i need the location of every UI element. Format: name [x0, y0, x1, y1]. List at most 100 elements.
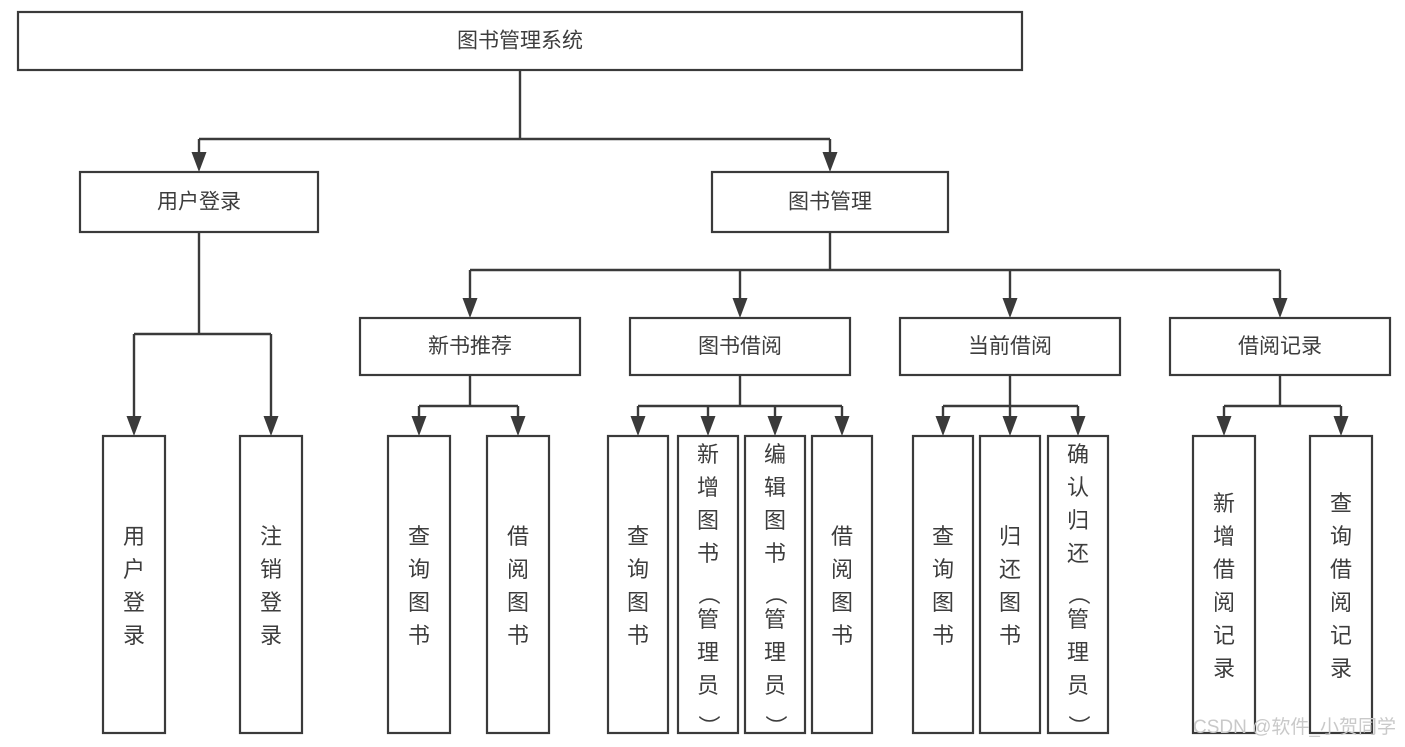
root-node-root[interactable]: 图书管理系统: [16, 10, 1024, 72]
svg-text:图: 图: [932, 590, 954, 615]
svg-text:（: （: [1066, 583, 1091, 605]
node-label: 图书管理: [788, 191, 872, 214]
level3-node-new-book-rec[interactable]: 新书推荐: [358, 316, 582, 377]
level3-node-borrow-record[interactable]: 借阅记录: [1168, 316, 1392, 377]
svg-text:增: 增: [1213, 524, 1235, 549]
svg-text:（: （: [763, 583, 788, 605]
svg-text:录: 录: [1213, 656, 1235, 681]
node-label: 用户登录: [157, 191, 241, 214]
svg-text:阅: 阅: [1213, 590, 1235, 615]
svg-text:询: 询: [627, 557, 649, 582]
svg-text:查: 查: [932, 524, 954, 549]
node-label: 借阅记录: [1238, 335, 1322, 358]
svg-text:询: 询: [1330, 524, 1352, 549]
svg-text:阅: 阅: [831, 557, 853, 582]
svg-text:员: 员: [697, 673, 719, 698]
node-label: 当前借阅: [968, 335, 1052, 358]
svg-text:图: 图: [999, 590, 1021, 615]
node-label: 图书管理系统: [457, 30, 583, 53]
svg-text:录: 录: [123, 623, 145, 648]
svg-text:）: ）: [1066, 715, 1091, 737]
svg-text:书: 书: [999, 623, 1021, 648]
connectors-layer: [126, 70, 1349, 436]
level2-node-book-manage[interactable]: 图书管理: [710, 170, 950, 234]
node-label: 图书借阅: [698, 335, 782, 358]
svg-text:新: 新: [697, 442, 719, 467]
svg-text:管: 管: [764, 607, 786, 632]
svg-text:阅: 阅: [507, 557, 529, 582]
svg-text:书: 书: [764, 541, 786, 566]
svg-text:认: 认: [1067, 475, 1089, 500]
svg-text:图: 图: [627, 590, 649, 615]
level2-node-user-login[interactable]: 用户登录: [78, 170, 320, 234]
svg-text:管: 管: [697, 607, 719, 632]
svg-text:查: 查: [1330, 491, 1352, 516]
svg-text:借: 借: [1330, 557, 1352, 582]
svg-text:录: 录: [1330, 656, 1352, 681]
svg-text:注: 注: [260, 524, 282, 549]
svg-text:书: 书: [831, 623, 853, 648]
svg-text:确: 确: [1067, 442, 1089, 467]
svg-text:图: 图: [507, 590, 529, 615]
node-label: 新书推荐: [428, 335, 512, 358]
level3-node-current-borrow[interactable]: 当前借阅: [898, 316, 1122, 377]
svg-text:借: 借: [1213, 557, 1235, 582]
svg-text:（: （: [696, 583, 721, 605]
leaf-node-user-login-do[interactable]: 用户登录: [101, 434, 167, 735]
svg-text:图: 图: [697, 508, 719, 533]
svg-text:归: 归: [999, 524, 1021, 549]
svg-text:员: 员: [1067, 673, 1089, 698]
nodes-layer: 图书管理系统用户登录图书管理新书推荐图书借阅当前借阅借阅记录用户登录注销登录查询…: [16, 10, 1392, 737]
csdn-watermark: CSDN @软件_小贺同学: [1193, 716, 1396, 738]
svg-text:阅: 阅: [1330, 590, 1352, 615]
svg-text:借: 借: [831, 524, 853, 549]
svg-text:书: 书: [627, 623, 649, 648]
svg-text:辑: 辑: [764, 475, 786, 500]
svg-text:书: 书: [408, 623, 430, 648]
svg-text:编: 编: [764, 442, 786, 467]
svg-text:图: 图: [764, 508, 786, 533]
svg-text:图: 图: [831, 590, 853, 615]
svg-text:用: 用: [123, 524, 145, 549]
svg-text:管: 管: [1067, 607, 1089, 632]
svg-text:记: 记: [1213, 623, 1235, 648]
svg-text:理: 理: [697, 640, 719, 665]
svg-text:还: 还: [999, 557, 1021, 582]
svg-text:询: 询: [932, 557, 954, 582]
level3-node-book-borrow[interactable]: 图书借阅: [628, 316, 852, 377]
svg-text:查: 查: [408, 524, 430, 549]
svg-text:登: 登: [260, 590, 282, 615]
svg-text:）: ）: [763, 715, 788, 737]
svg-text:还: 还: [1067, 541, 1089, 566]
svg-text:销: 销: [260, 557, 282, 582]
svg-text:理: 理: [1067, 640, 1089, 665]
svg-text:录: 录: [260, 623, 282, 648]
svg-text:理: 理: [764, 640, 786, 665]
svg-text:员: 员: [764, 673, 786, 698]
svg-text:归: 归: [1067, 508, 1089, 533]
leaf-node-label: 用户登录: [123, 524, 145, 648]
svg-text:查: 查: [627, 524, 649, 549]
